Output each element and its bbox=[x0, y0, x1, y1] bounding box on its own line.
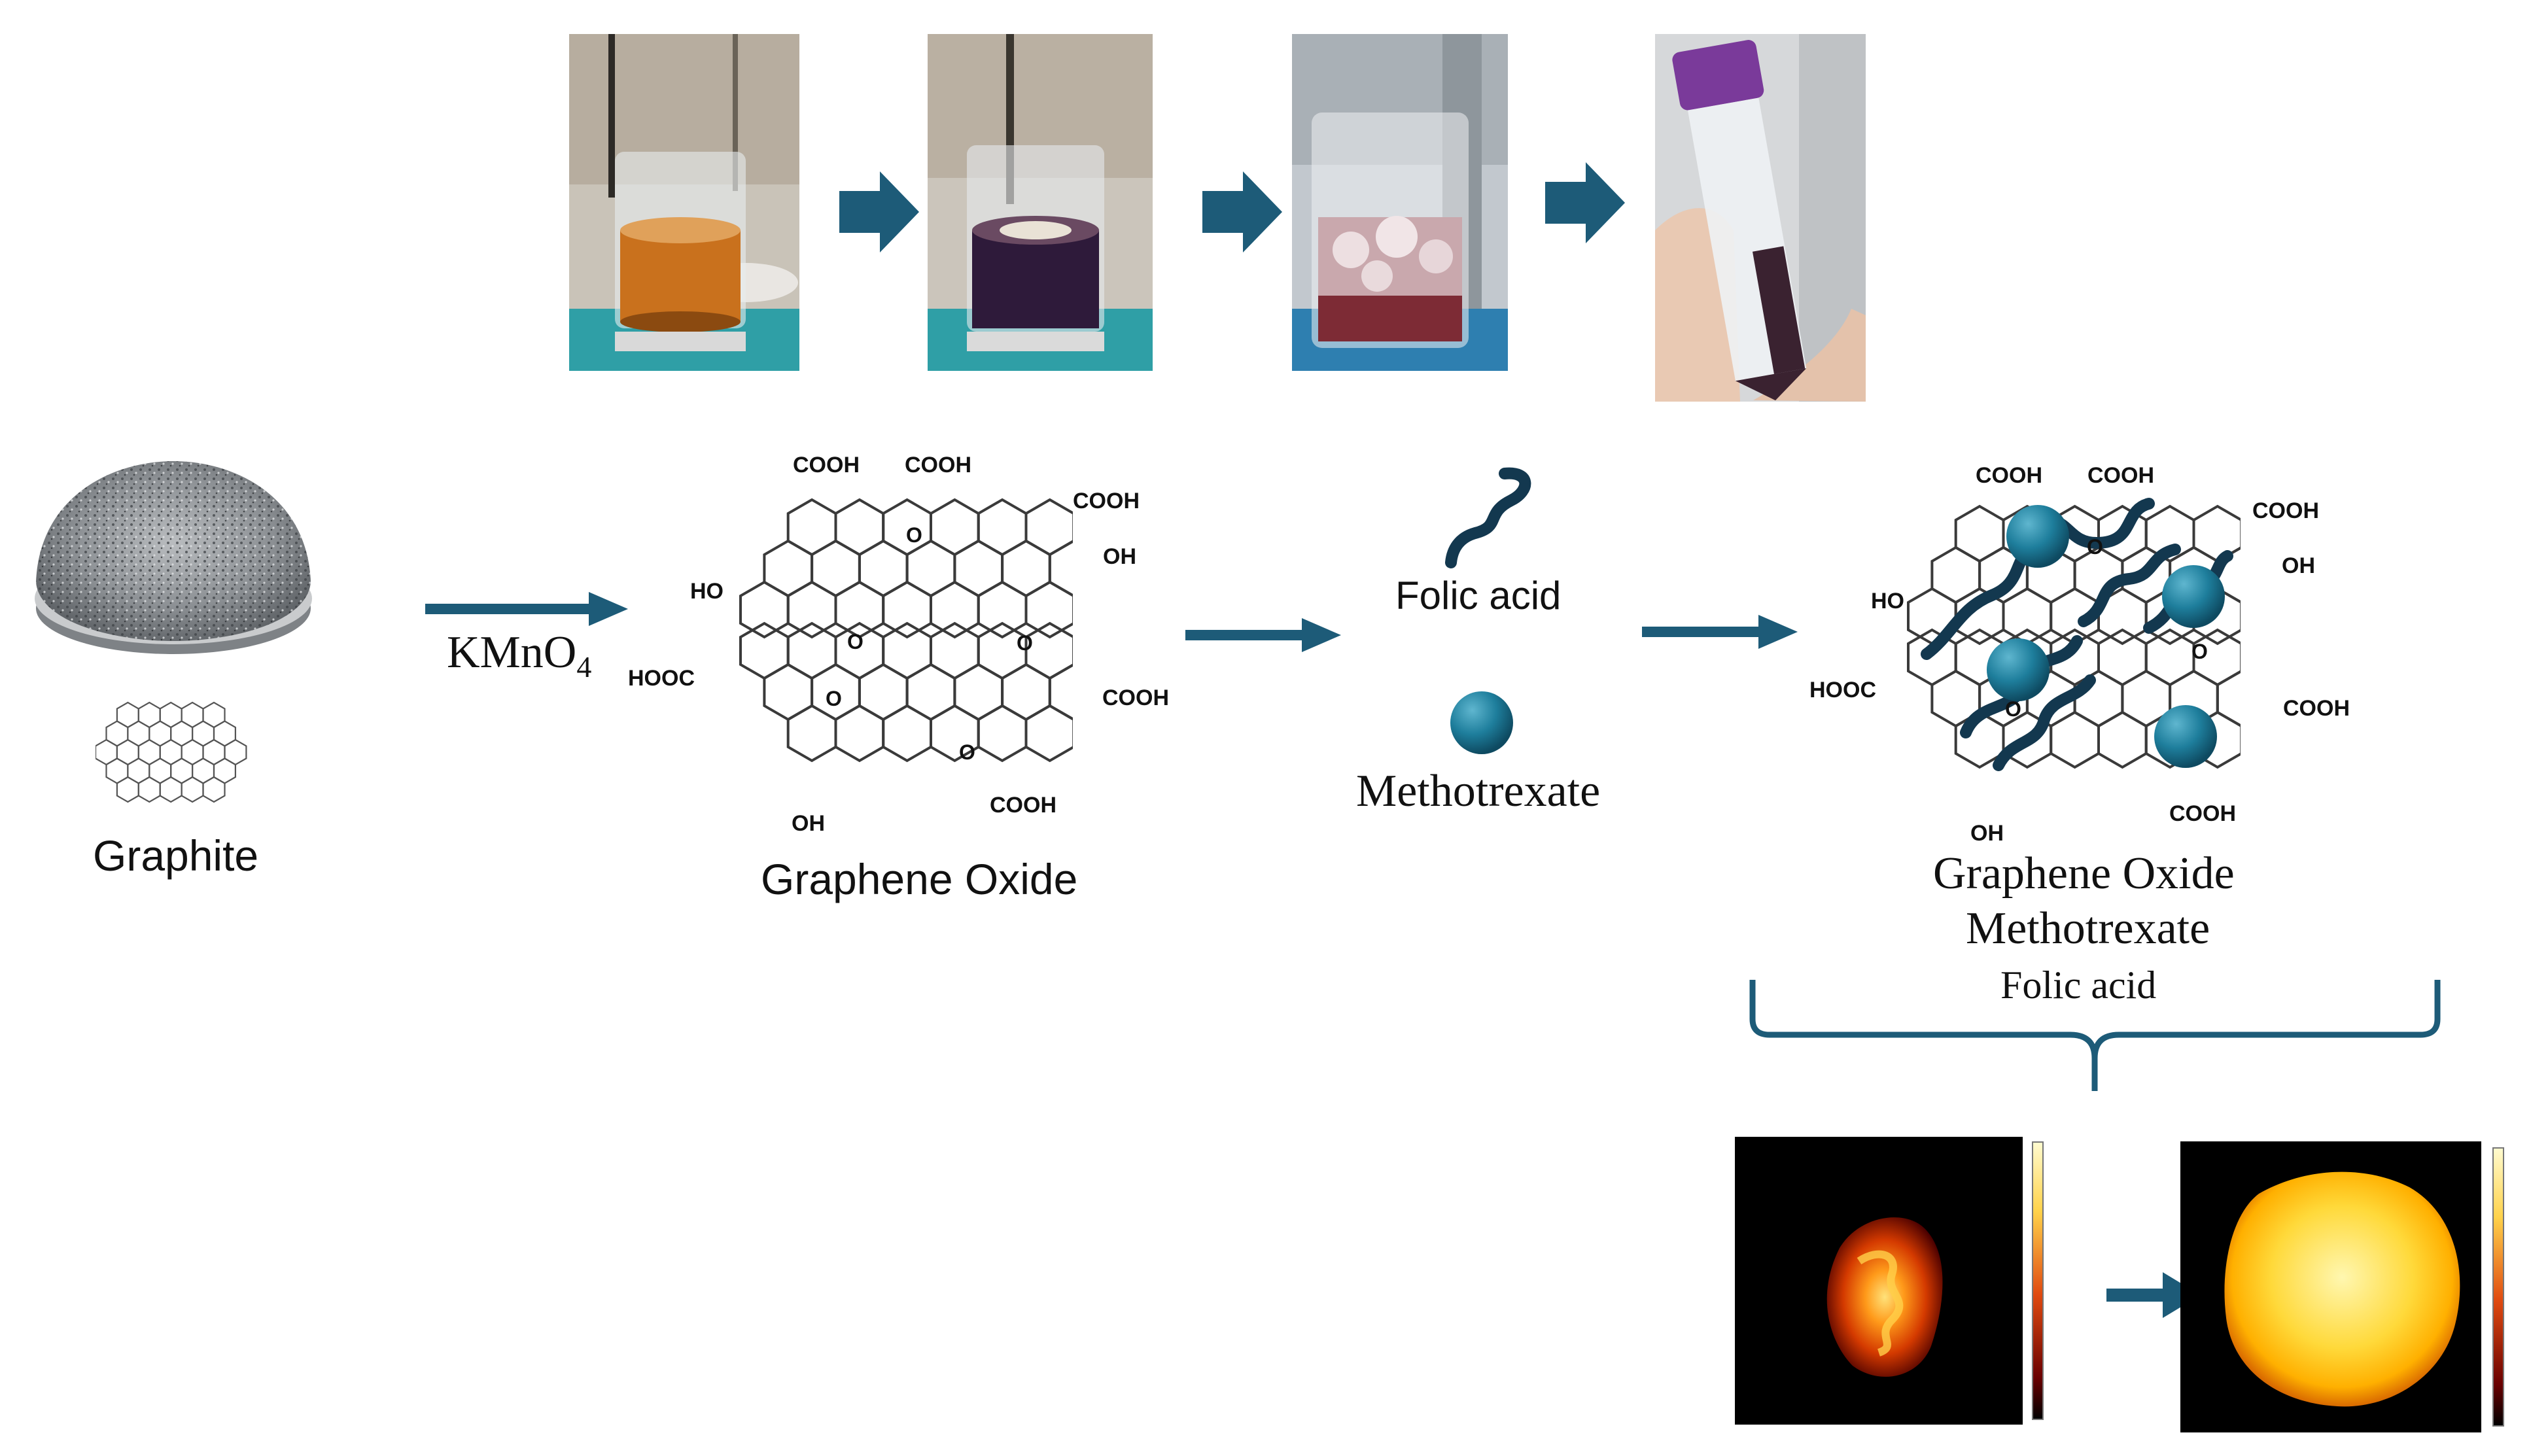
graphene-oxide-label: Graphene Oxide bbox=[761, 855, 1078, 903]
methotrexate-label: Methotrexate bbox=[1356, 766, 1601, 816]
thermal-image-after bbox=[2180, 1141, 2521, 1436]
prod-group-oh-2: OH bbox=[1970, 821, 2004, 846]
process-arrow-3 bbox=[1545, 162, 1625, 247]
go-epoxy-o-4: O bbox=[826, 687, 842, 710]
go-group-ho: HO bbox=[690, 579, 724, 604]
folic-acid-chain-4 bbox=[2078, 544, 2181, 627]
process-arrow-1 bbox=[839, 171, 919, 256]
go-group-cooh-2: COOH bbox=[905, 453, 971, 477]
go-group-cooh-1: COOH bbox=[793, 453, 860, 477]
prod-group-cooh-5: COOH bbox=[2169, 801, 2236, 826]
reagent-subscript: 4 bbox=[576, 650, 592, 684]
photo-beaker-ice bbox=[1292, 34, 1508, 371]
product-label-line1: Graphene Oxide bbox=[1933, 848, 2235, 899]
graphite-hex-ring bbox=[181, 776, 204, 803]
process-arrow-2 bbox=[1202, 171, 1282, 256]
methotrexate-sphere-2 bbox=[2162, 565, 2225, 628]
prod-epoxy-o-1: O bbox=[2087, 535, 2103, 559]
product-label-line2: Methotrexate bbox=[1966, 903, 2210, 954]
curly-bracket bbox=[1743, 980, 2447, 1101]
hexagon-lattice-icon bbox=[94, 701, 247, 822]
prod-epoxy-o-3: O bbox=[2005, 697, 2021, 721]
prod-group-cooh-4: COOH bbox=[2283, 696, 2350, 721]
photo-falcon-tube bbox=[1655, 34, 1866, 402]
methotrexate-sphere-1 bbox=[2006, 505, 2069, 568]
graphite-hex-ring bbox=[159, 776, 183, 803]
go-group-oh-2: OH bbox=[792, 811, 825, 836]
reaction-arrow-2 bbox=[1185, 618, 1341, 655]
go-epoxy-o-5: O bbox=[959, 740, 975, 764]
go-hex-ring bbox=[977, 704, 1028, 763]
graphite-label: Graphite bbox=[93, 831, 259, 880]
go-hex-ring bbox=[834, 704, 885, 763]
methotrexate-sphere-4 bbox=[2154, 705, 2217, 768]
prod-group-ho: HO bbox=[1871, 589, 1904, 614]
go-hex-ring bbox=[786, 704, 837, 763]
go-group-cooh-3: COOH bbox=[1073, 489, 1140, 513]
graphene-oxide-lattice bbox=[739, 498, 1123, 763]
graphite-hex-ring bbox=[137, 776, 161, 803]
go-hex-ring bbox=[882, 704, 932, 763]
go-hex-ring bbox=[834, 580, 885, 639]
folic-acid-label: Folic acid bbox=[1395, 574, 1562, 617]
prod-group-hooc: HOOC bbox=[1809, 678, 1876, 702]
reagent-label: KMnO4 bbox=[447, 627, 591, 684]
reagent-main: KMnO bbox=[447, 627, 577, 678]
prod-group-cooh-2: COOH bbox=[2087, 463, 2154, 488]
product-overlay bbox=[1900, 484, 2293, 814]
reaction-arrow-kmno4 bbox=[425, 592, 628, 629]
go-hex-ring bbox=[1024, 580, 1075, 639]
methotrexate-sphere-icon bbox=[1449, 690, 1514, 759]
go-group-oh-1: OH bbox=[1103, 544, 1136, 569]
photo-beaker-purple bbox=[928, 34, 1153, 371]
go-group-cooh-4: COOH bbox=[1102, 685, 1169, 710]
graphite-sample-image bbox=[20, 458, 327, 677]
thermal-image-before bbox=[1735, 1137, 2062, 1428]
go-epoxy-o-3: O bbox=[1017, 631, 1033, 655]
graphite-hex-ring bbox=[202, 776, 226, 803]
prod-group-cooh-1: COOH bbox=[1976, 463, 2042, 488]
go-hex-ring bbox=[786, 580, 837, 639]
go-hex-ring bbox=[882, 580, 932, 639]
go-epoxy-o-2: O bbox=[847, 630, 864, 653]
prod-group-oh-1: OH bbox=[2282, 553, 2315, 578]
folic-acid-chain-6 bbox=[1993, 674, 2096, 771]
go-group-cooh-5: COOH bbox=[990, 793, 1056, 818]
go-hex-ring bbox=[1024, 704, 1075, 763]
product-label-line3: Folic acid bbox=[2000, 963, 2157, 1007]
go-hex-ring bbox=[739, 580, 790, 639]
photo-beaker-orange bbox=[569, 34, 799, 371]
folic-acid-squiggle-icon bbox=[1439, 464, 1537, 572]
graphite-hex-ring bbox=[116, 776, 139, 803]
graphene-oxide-structure bbox=[733, 497, 1123, 785]
go-epoxy-o-1: O bbox=[906, 523, 922, 547]
reaction-arrow-3 bbox=[1642, 615, 1798, 652]
prod-group-cooh-3: COOH bbox=[2252, 498, 2319, 523]
go-hex-ring bbox=[977, 580, 1028, 639]
go-group-hooc: HOOC bbox=[628, 666, 695, 691]
prod-epoxy-o-2: O bbox=[2191, 640, 2208, 663]
methotrexate-sphere-3 bbox=[1987, 638, 2050, 701]
go-hex-ring bbox=[930, 580, 980, 639]
